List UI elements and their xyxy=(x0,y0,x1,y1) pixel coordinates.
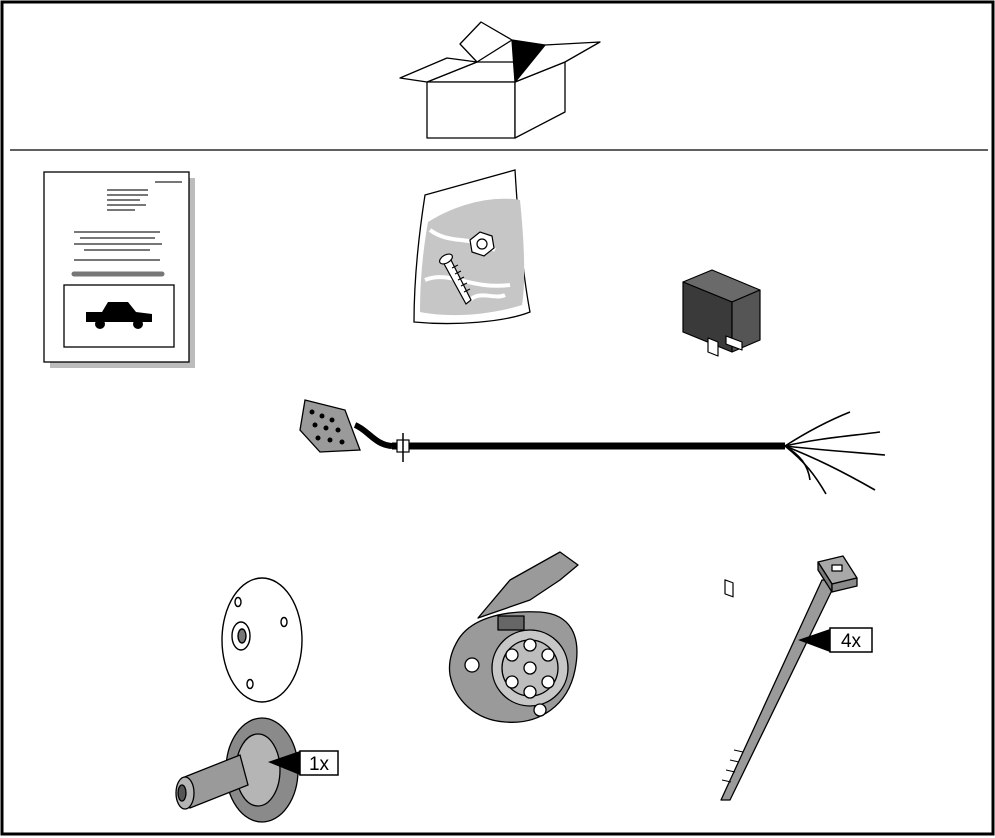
cable-tie-quantity-label: 4x xyxy=(841,631,862,652)
manual-icon xyxy=(44,172,195,368)
plate-icon xyxy=(222,578,302,702)
bag-icon xyxy=(414,170,530,324)
grommet-quantity-label: 1x xyxy=(309,754,330,775)
